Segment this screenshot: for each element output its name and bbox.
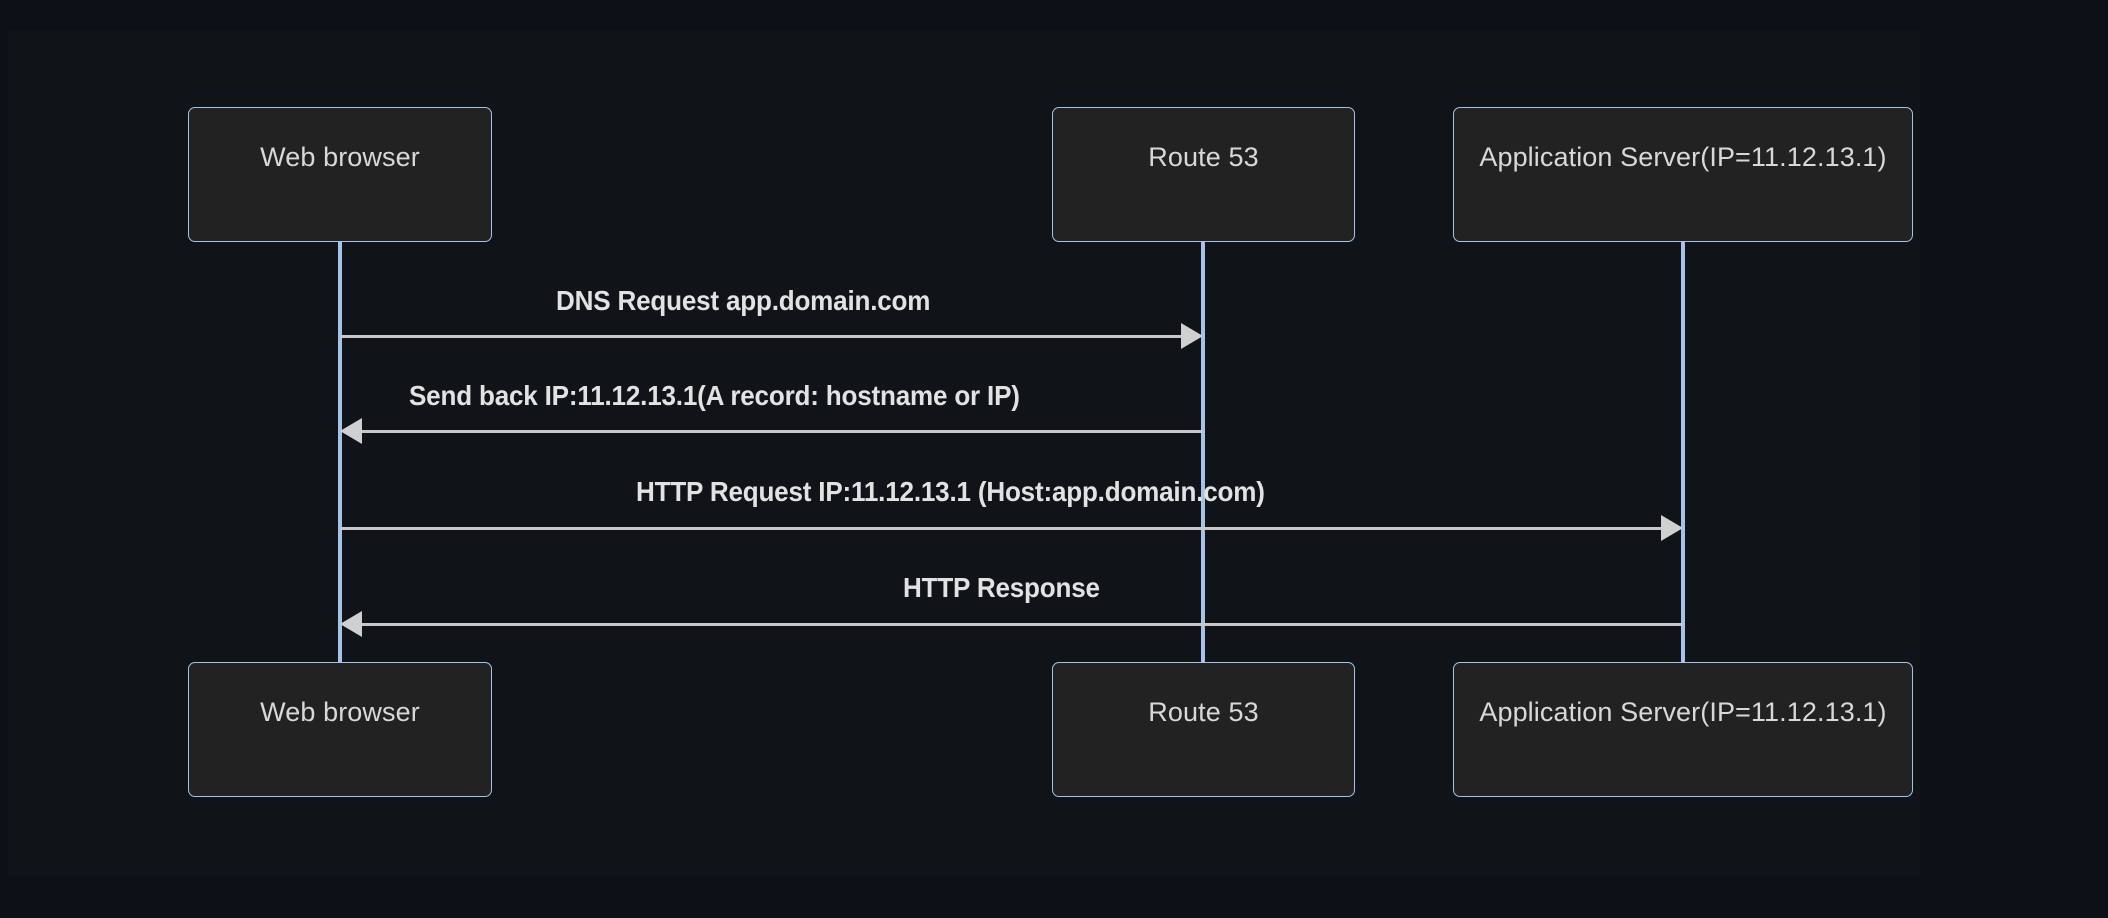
message-line-http-request	[340, 527, 1661, 530]
participant-label-route-53-top: Route 53	[1148, 142, 1259, 172]
message-label-http-response: HTTP Response	[903, 572, 1100, 603]
arrowhead-left-icon-dns-response	[340, 418, 362, 444]
participant-label-application-server-top: Application Server(IP=11.12.13.1)	[1479, 142, 1887, 172]
participant-box-web-browser-bottom[interactable]: Web browser	[188, 662, 492, 797]
arrowhead-right-icon-http-request	[1661, 515, 1683, 541]
participant-box-route-53-top[interactable]: Route 53	[1052, 107, 1355, 242]
message-line-http-response	[362, 623, 1683, 626]
message-line-dns-request	[340, 335, 1181, 338]
message-label-dns-response: Send back IP:11.12.13.1(A record: hostna…	[409, 380, 1020, 411]
participant-box-route-53-bottom[interactable]: Route 53	[1052, 662, 1355, 797]
lifeline-application-server	[1681, 242, 1685, 662]
message-label-dns-request: DNS Request app.domain.com	[556, 285, 931, 316]
arrowhead-left-icon-http-response	[340, 611, 362, 637]
participant-label-application-server-bottom: Application Server(IP=11.12.13.1)	[1479, 697, 1887, 727]
participant-label-web-browser-top: Web browser	[260, 142, 420, 172]
message-line-dns-response	[362, 430, 1203, 433]
participant-box-application-server-top[interactable]: Application Server(IP=11.12.13.1)	[1453, 107, 1913, 242]
lifeline-route-53	[1201, 242, 1205, 662]
lifeline-web-browser	[338, 242, 342, 662]
participant-box-application-server-bottom[interactable]: Application Server(IP=11.12.13.1)	[1453, 662, 1913, 797]
participant-label-route-53-bottom: Route 53	[1148, 697, 1259, 727]
participant-box-web-browser-top[interactable]: Web browser	[188, 107, 492, 242]
participant-label-web-browser-bottom: Web browser	[260, 697, 420, 727]
message-label-http-request: HTTP Request IP:11.12.13.1 (Host:app.dom…	[636, 476, 1265, 507]
arrowhead-right-icon-dns-request	[1181, 323, 1203, 349]
